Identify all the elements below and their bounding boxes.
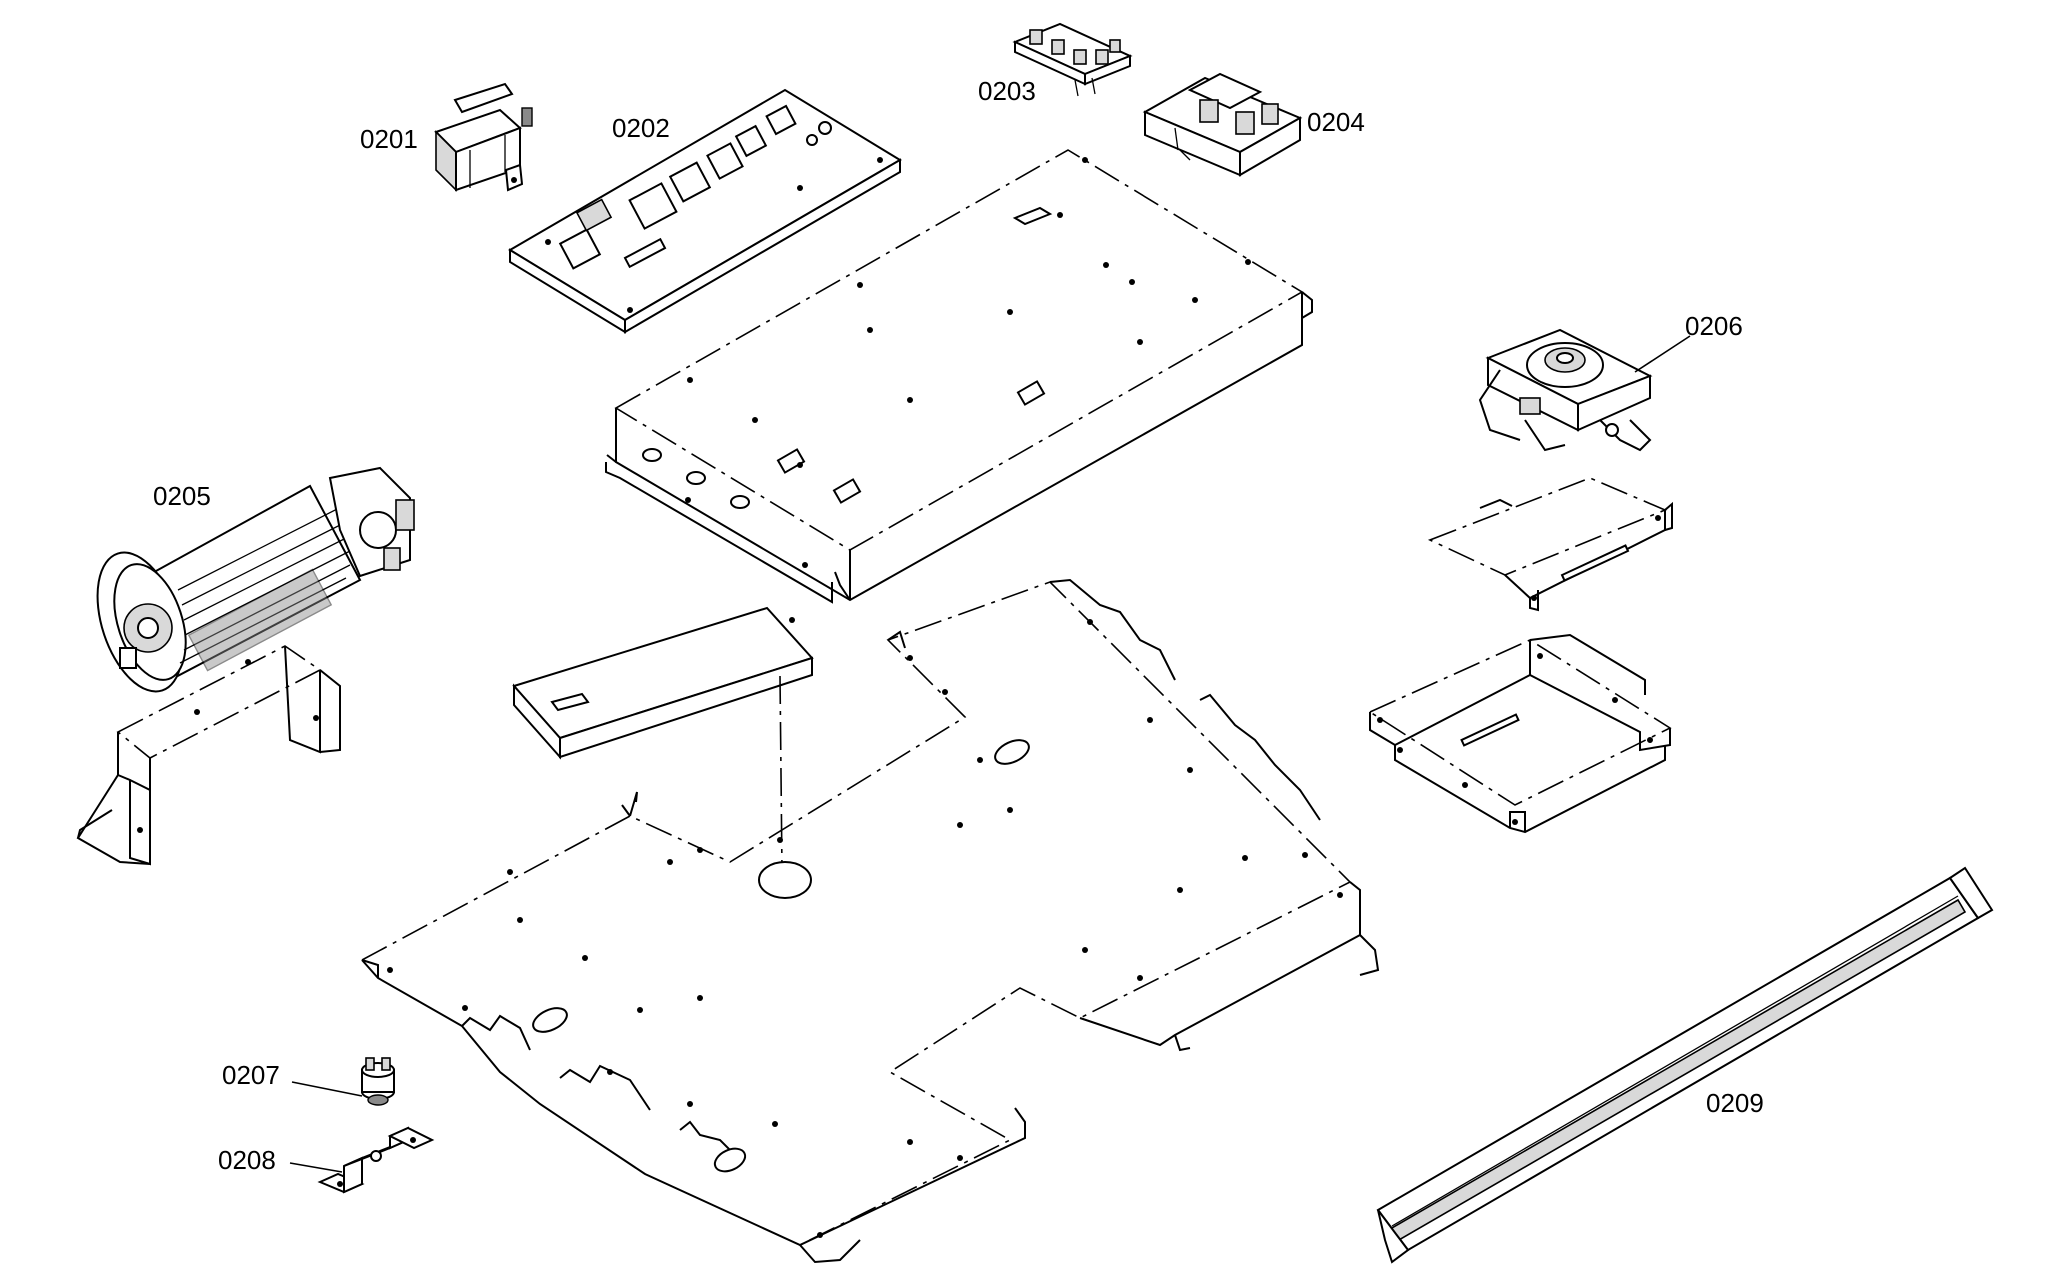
fan-mounting-bracket — [76, 645, 341, 866]
lock-tray — [1368, 633, 1672, 834]
part-label-0205: 0205 — [153, 481, 211, 511]
trim-strip-part[interactable] — [1376, 866, 1994, 1264]
part-label-0203: 0203 — [978, 76, 1036, 106]
part-label-0207: 0207 — [222, 1060, 280, 1090]
transformer-part[interactable] — [434, 82, 533, 192]
lower-chassis-plate — [361, 578, 1380, 1264]
thermostat-bracket-part[interactable] — [289, 1126, 435, 1194]
thermostat-part[interactable] — [291, 1057, 395, 1106]
baffle-plate — [512, 606, 814, 871]
part-label-0202: 0202 — [612, 113, 670, 143]
lock-mounting-plate — [1427, 477, 1673, 612]
upper-control-panel — [605, 149, 1313, 604]
door-lock-motor-part[interactable] — [1478, 328, 1691, 452]
part-label-0209: 0209 — [1706, 1088, 1764, 1118]
part-label-0201: 0201 — [360, 124, 418, 154]
relay-block-part[interactable] — [1012, 22, 1133, 97]
relay-housing-part[interactable] — [1142, 72, 1303, 177]
tangential-fan-part[interactable] — [82, 466, 415, 702]
control-board-part[interactable] — [508, 88, 902, 334]
part-label-0206: 0206 — [1685, 311, 1743, 341]
part-label-0204: 0204 — [1307, 107, 1365, 137]
part-label-0208: 0208 — [218, 1145, 276, 1175]
